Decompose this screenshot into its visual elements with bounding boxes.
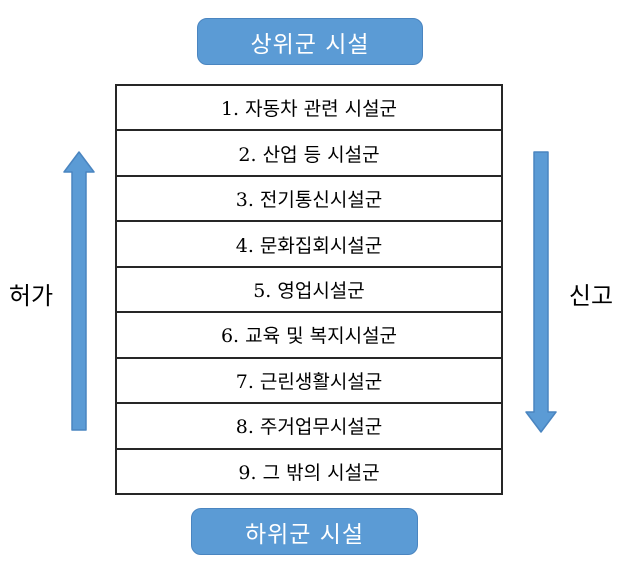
group-row-text: 8. 주거업무시설군 — [235, 416, 383, 439]
group-row-text: 5. 영업시설군 — [253, 279, 365, 302]
group-row-text: 2. 산업 등 시설군 — [238, 143, 380, 166]
arrow-up-shape — [63, 151, 95, 431]
table-row: 2. 산업 등 시설군 — [117, 131, 501, 177]
permit-label-text: 허가 — [8, 282, 54, 310]
report-label: 신고 — [566, 276, 616, 311]
lower-group-title-box: 하위군 시설 — [191, 508, 418, 555]
report-label-text: 신고 — [568, 282, 614, 310]
table-row: 1. 자동차 관련 시설군 — [117, 86, 501, 132]
table-row: 8. 주거업무시설군 — [117, 404, 501, 450]
group-row-text: 4. 문화집회시설군 — [235, 234, 383, 257]
upper-group-title-box: 상위군 시설 — [197, 18, 423, 65]
table-row: 6. 교육 및 복지시설군 — [117, 313, 501, 359]
table-row: 3. 전기통신시설군 — [117, 177, 501, 223]
group-row-text: 9. 그 밖의 시설군 — [238, 461, 380, 484]
group-row-text: 6. 교육 및 복지시설군 — [220, 325, 398, 348]
lower-group-title-label: 하위군 시설 — [244, 521, 365, 548]
table-row: 9. 그 밖의 시설군 — [117, 450, 501, 493]
permit-direction-arrow-up — [63, 151, 95, 431]
table-row: 4. 문화집회시설군 — [117, 222, 501, 268]
report-direction-arrow-down — [525, 151, 557, 433]
upper-group-title-label: 상위군 시설 — [250, 31, 370, 58]
arrow-down-shape — [525, 151, 557, 433]
table-row: 5. 영업시설군 — [117, 268, 501, 314]
permit-label: 허가 — [8, 276, 54, 311]
group-row-text: 1. 자동차 관련 시설군 — [220, 98, 398, 121]
group-row-text: 7. 근린생활시설군 — [235, 370, 383, 393]
group-row-text: 3. 전기통신시설군 — [235, 189, 383, 212]
table-row: 7. 근린생활시설군 — [117, 359, 501, 405]
facility-group-table: 1. 자동차 관련 시설군 2. 산업 등 시설군 3. 전기통신시설군 4. … — [115, 84, 503, 495]
